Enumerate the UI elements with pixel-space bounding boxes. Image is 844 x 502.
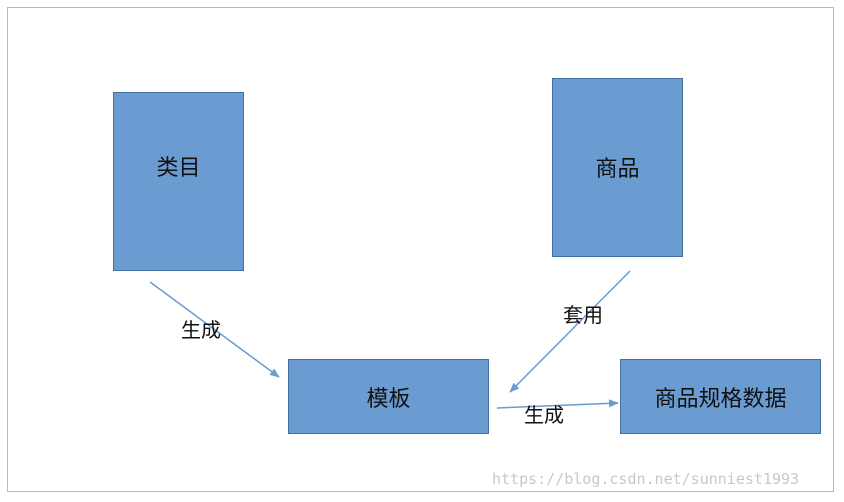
node-category: 类目 xyxy=(113,92,244,271)
edge-template-to-spec xyxy=(496,399,619,409)
node-spec-data: 商品规格数据 xyxy=(620,359,821,434)
node-template: 模板 xyxy=(288,359,489,434)
diagram-frame xyxy=(7,7,834,492)
watermark-url: https://blog.csdn.net/sunniest1993 xyxy=(492,470,800,488)
edge-product-to-template xyxy=(509,270,631,393)
node-product: 商品 xyxy=(552,78,683,257)
edge-label-category-to-template: 生成 xyxy=(181,318,221,342)
edge-category-to-template xyxy=(149,281,280,378)
edge-label-product-to-template: 套用 xyxy=(563,303,603,327)
edge-label-template-to-spec: 生成 xyxy=(524,403,564,427)
